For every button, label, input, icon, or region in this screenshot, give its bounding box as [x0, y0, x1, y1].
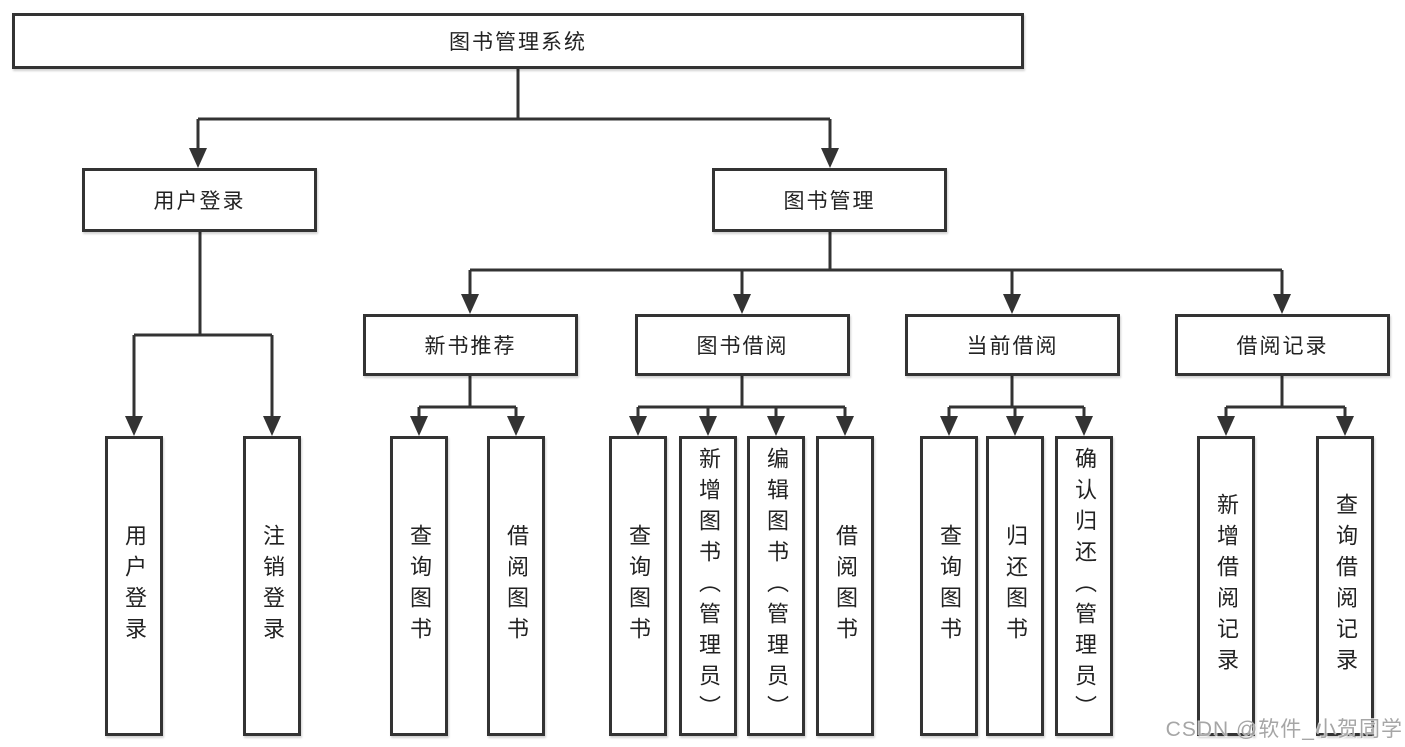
leaf-add-book-admin: 新增图书（管理员） [679, 436, 737, 736]
leaf-query-book-3: 查询图书 [920, 436, 978, 736]
node-book-borrow: 图书借阅 [635, 314, 850, 376]
leaf-confirm-return-admin-label: 确认归还（管理员） [1072, 446, 1097, 726]
leaf-edit-book-admin-label: 编辑图书（管理员） [764, 446, 789, 726]
leaf-return-book: 归还图书 [986, 436, 1044, 736]
node-root-label: 图书管理系统 [449, 31, 587, 54]
connector-bookmgmt-to-level3 [468, 232, 1284, 296]
leaf-borrow-book-1: 借阅图书 [487, 436, 545, 736]
node-borrow-record-label: 借阅记录 [1236, 335, 1329, 358]
connector-root-to-level2 [196, 69, 832, 150]
connector-borrowrecord-to-leaves [1224, 376, 1347, 419]
leaf-query-book-1-label: 查询图书 [407, 524, 432, 648]
leaf-query-book-3-label: 查询图书 [937, 524, 962, 648]
node-book-borrow-label: 图书借阅 [696, 335, 789, 358]
connector-newbookrec-to-leaves [417, 376, 518, 419]
watermark: CSDN @软件_小贺同学 [1165, 718, 1403, 741]
leaf-add-borrow-record: 新增借阅记录 [1197, 436, 1255, 736]
leaf-confirm-return-admin: 确认归还（管理员） [1055, 436, 1113, 736]
leaf-query-book-1: 查询图书 [390, 436, 448, 736]
node-current-borrow: 当前借阅 [905, 314, 1120, 376]
node-new-book-rec: 新书推荐 [363, 314, 578, 376]
node-book-mgmt-label: 图书管理 [783, 190, 876, 213]
leaf-edit-book-admin: 编辑图书（管理员） [747, 436, 805, 736]
node-user-login-label: 用户登录 [153, 190, 246, 213]
leaf-user-login: 用户登录 [105, 436, 163, 736]
leaf-user-login-label: 用户登录 [122, 524, 147, 648]
leaf-query-borrow-record: 查询借阅记录 [1316, 436, 1374, 736]
node-user-login: 用户登录 [82, 168, 317, 232]
leaf-query-book-2-label: 查询图书 [626, 524, 651, 648]
node-borrow-record: 借阅记录 [1175, 314, 1390, 376]
leaf-return-book-label: 归还图书 [1003, 524, 1028, 648]
node-root: 图书管理系统 [12, 13, 1024, 69]
leaf-logout: 注销登录 [243, 436, 301, 736]
leaf-borrow-book-1-label: 借阅图书 [504, 524, 529, 648]
leaf-borrow-book-2: 借阅图书 [816, 436, 874, 736]
leaf-logout-label: 注销登录 [260, 524, 285, 648]
connector-userlogin-to-leaves [132, 232, 274, 419]
leaf-query-book-2: 查询图书 [609, 436, 667, 736]
leaf-borrow-book-2-label: 借阅图书 [833, 524, 858, 648]
arrowheads [125, 148, 1354, 436]
leaf-query-borrow-record-label: 查询借阅记录 [1333, 493, 1358, 679]
leaf-add-book-admin-label: 新增图书（管理员） [696, 446, 721, 726]
node-book-mgmt: 图书管理 [712, 168, 947, 232]
node-new-book-rec-label: 新书推荐 [424, 335, 517, 358]
node-current-borrow-label: 当前借阅 [966, 335, 1059, 358]
connector-currentborrow-to-leaves [947, 376, 1086, 419]
connector-bookborrow-to-leaves [636, 376, 847, 419]
leaf-add-borrow-record-label: 新增借阅记录 [1214, 493, 1239, 679]
